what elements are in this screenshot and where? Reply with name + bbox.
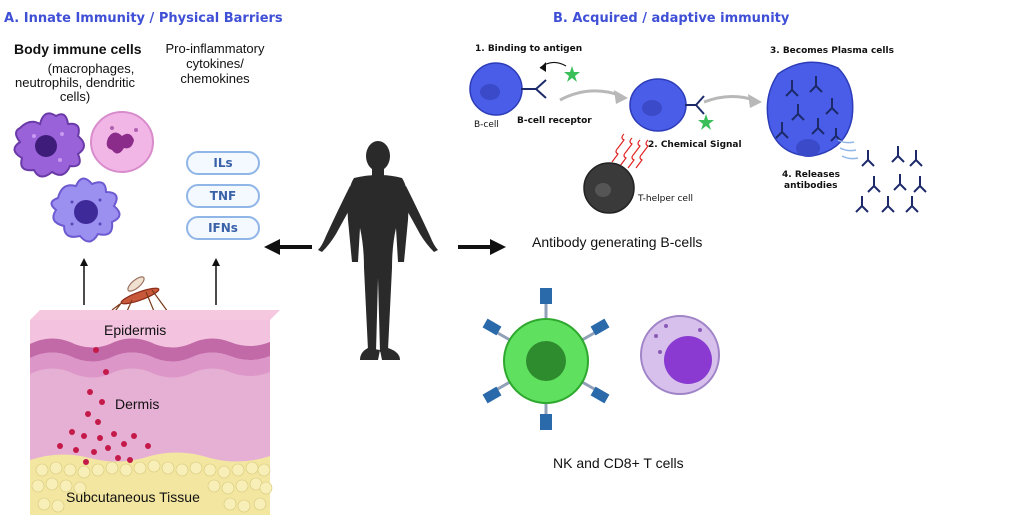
antibody-caption: Antibody generating B-cells <box>532 234 703 250</box>
arrow-left-icon <box>264 239 312 255</box>
dermis-label: Dermis <box>115 396 160 412</box>
cd8-t-cell-icon <box>640 315 720 395</box>
dendritic-cell-icon <box>50 177 121 243</box>
epidermis-label: Epidermis <box>104 322 167 338</box>
human-silhouette-icon <box>318 141 438 360</box>
plasma-cell-icon <box>766 61 854 157</box>
arrow-right-icon <box>458 239 506 255</box>
b-cell-icon <box>629 78 687 132</box>
nk-caption: NK and CD8+ T cells <box>553 455 684 471</box>
cytokines-title-line: Pro-inflammatory <box>165 41 265 56</box>
cytokines-title-line: cytokines/ <box>186 56 244 71</box>
body-cells-title: Body immune cells <box>14 41 142 57</box>
pathogen-star-icon <box>57 347 151 465</box>
subcutaneous-label: Subcutaneous Tissue <box>66 489 200 505</box>
innate-heading: A. Innate Immunity / Physical Barriers <box>4 11 283 26</box>
t-helper-cell-icon <box>583 162 635 214</box>
step-signal-label: 2. Chemical Signal <box>648 140 742 150</box>
antibody-icon <box>855 146 927 213</box>
body-cells-detail: (macrophages, neutrophils, dendritic cel… <box>0 62 150 104</box>
t-helper-label: T-helper cell <box>638 194 693 204</box>
antigen-icon <box>564 66 580 82</box>
cytokines-title: Pro-inflammatory cytokines/ chemokines <box>150 41 280 86</box>
cytokine-ils: ILs <box>186 151 260 175</box>
cytokines-title-line: chemokines <box>180 71 250 86</box>
chemical-signal-icon <box>611 133 649 169</box>
adaptive-heading: B. Acquired / adaptive immunity <box>553 11 790 26</box>
b-cell-icon <box>469 62 523 116</box>
body-cells-detail-line: (macrophages, <box>47 61 135 76</box>
b-cell-receptor-icon <box>685 95 705 115</box>
skin-cross-section <box>30 310 280 515</box>
step-releases-label: 4. Releases <box>782 170 840 180</box>
cytokine-tnf: TNF <box>186 184 260 208</box>
b-cell-label: B-cell <box>474 120 499 130</box>
nk-cell-icon <box>482 288 610 430</box>
neutrophil-cell-icon <box>90 111 154 173</box>
step-antibodies-label: antibodies <box>784 181 838 191</box>
step-plasma-label: 3. Becomes Plasma cells <box>770 46 894 56</box>
step-binding-label: 1. Binding to antigen <box>475 44 583 54</box>
b-cell-receptor-icon <box>521 79 547 99</box>
body-cells-detail-line: neutrophils, dendritic <box>15 75 135 90</box>
cytokine-ifns: IFNs <box>186 216 260 240</box>
macrophage-cell-icon <box>13 112 85 178</box>
body-cells-detail-line: cells) <box>59 89 91 104</box>
b-cell-receptor-label: B-cell receptor <box>517 116 592 126</box>
antigen-icon <box>698 114 714 130</box>
